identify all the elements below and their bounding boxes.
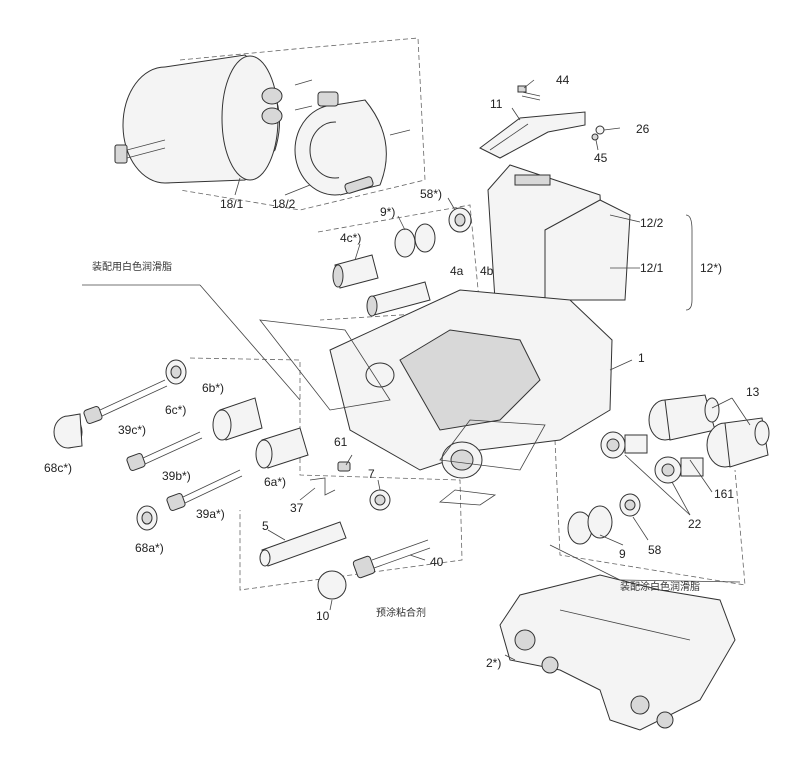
note-adhesive: 预涂粘合剂	[376, 606, 426, 619]
washer-26	[595, 125, 605, 135]
label-161: 161	[714, 487, 734, 501]
caliper-housing-1	[259, 289, 613, 506]
label-13: 13	[746, 385, 760, 399]
cap-68a	[136, 505, 158, 531]
service-brake-chamber-18-2	[294, 91, 411, 196]
label-40: 40	[430, 555, 444, 569]
label-61: 61	[334, 435, 348, 449]
bolt-39c	[83, 379, 168, 424]
label-12-1: 12/1	[640, 261, 664, 275]
bolt-39b	[126, 431, 203, 471]
bush-6b	[212, 397, 263, 441]
guide-sleeve-4c	[332, 254, 379, 289]
assembly-outline-chamber	[179, 37, 426, 211]
label-58-bottom: 58	[648, 543, 662, 557]
leader-lines	[82, 79, 751, 661]
label-11: 11	[490, 97, 503, 111]
label-12-2: 12/2	[640, 216, 664, 230]
spring-brake-chamber-18-1	[114, 54, 313, 184]
label-37: 37	[290, 501, 304, 515]
assembly-outline-pistons	[554, 439, 746, 586]
label-10: 10	[316, 609, 330, 623]
label-26: 26	[636, 122, 650, 136]
label-44: 44	[556, 73, 570, 87]
note-lubricate-bottom: 装配涂白色润滑脂	[620, 580, 700, 593]
label-45: 45	[594, 151, 608, 165]
label-18-2: 18/2	[272, 197, 296, 211]
guide-pin-5	[259, 521, 347, 567]
bolt-39a	[166, 469, 243, 511]
label-6a: 6a*)	[264, 475, 286, 489]
label-39b: 39b*)	[162, 469, 191, 483]
bush-6c	[165, 359, 187, 385]
seal-9-top	[394, 223, 436, 258]
label-6c: 6c*)	[165, 403, 186, 417]
label-18-1: 18/1	[220, 197, 244, 211]
label-4c: 4c*)	[340, 231, 361, 245]
screw-61	[337, 461, 351, 472]
label-7: 7	[368, 467, 375, 481]
label-4b: 4b	[480, 264, 494, 278]
cap-68c	[53, 413, 83, 449]
label-68a: 68a*)	[135, 541, 164, 555]
label-68c: 68c*)	[44, 461, 72, 475]
bolt-40	[352, 539, 431, 579]
retaining-bracket-11	[479, 111, 586, 159]
seal-58-bottom	[619, 493, 641, 517]
brake-pads-12	[487, 164, 631, 301]
label-39c: 39c*)	[118, 423, 146, 437]
assembly-outline-guide	[317, 204, 481, 321]
screw-45	[591, 133, 599, 141]
label-39a: 39a*)	[196, 507, 225, 521]
carrier-2	[499, 574, 736, 731]
label-58-top: 58*)	[420, 187, 442, 201]
sleeve-7	[369, 489, 391, 511]
piston-22-upper	[600, 431, 648, 459]
bellows-13-lower	[706, 417, 770, 468]
assembly-outline-bolts	[189, 357, 463, 591]
piston-22-lower	[654, 456, 704, 484]
bush-6a	[255, 427, 309, 469]
label-6b: 6b*)	[202, 381, 224, 395]
label-5: 5	[262, 519, 269, 533]
seal-9-bottom	[567, 505, 613, 545]
label-1: 1	[638, 351, 645, 365]
note-lubricate-top: 装配用白色润滑脂	[92, 260, 172, 273]
label-12: 12*)	[700, 261, 722, 275]
spring-37	[309, 477, 336, 496]
guide-sleeve-4a	[366, 281, 431, 317]
label-9-top: 9*)	[380, 205, 395, 219]
label-4a: 4a	[450, 264, 464, 278]
label-2: 2*)	[486, 656, 501, 670]
seal-58-top	[448, 207, 472, 233]
bellows-13-upper	[648, 394, 720, 441]
bolt-44	[517, 85, 541, 101]
cap-10	[317, 570, 347, 600]
label-22: 22	[688, 517, 702, 531]
label-9-bottom: 9	[619, 547, 626, 561]
